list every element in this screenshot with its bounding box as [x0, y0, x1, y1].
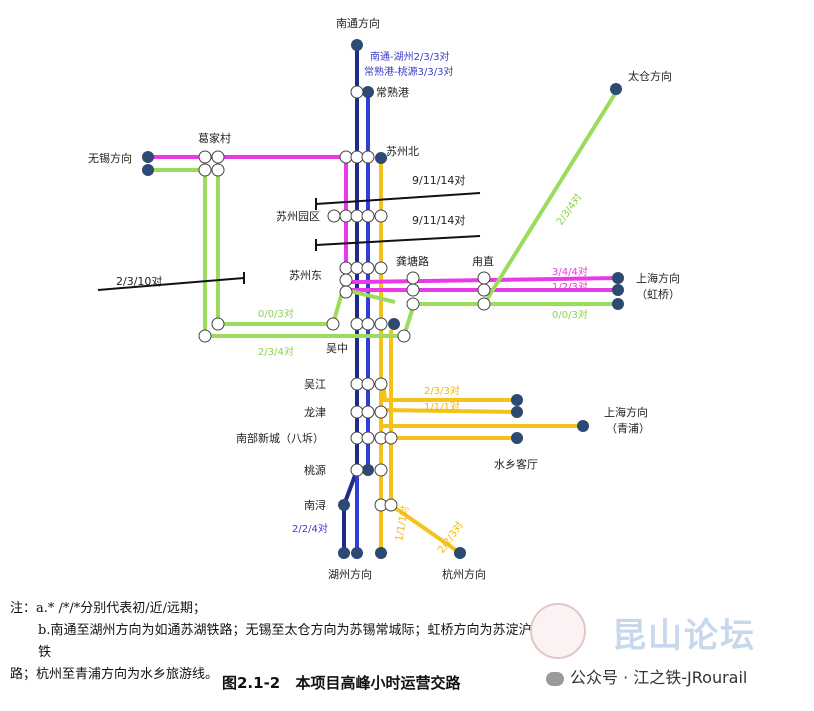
station-shanghai-qingpu-sub: （青浦）: [606, 422, 650, 435]
watermark-source-text: 公众号 · 江之铁-JRourail: [570, 668, 748, 687]
station-wujiang: 吴江: [304, 378, 326, 391]
freq-qp-yel-2: 1/1/1对: [424, 400, 460, 413]
station-suzhouyuanqu: 苏州园区: [276, 210, 320, 223]
station-shanghai-hongqiao: 上海方向: [636, 271, 680, 285]
freq-csg-taoyuan: 常熟港-桃源3/3/3对: [364, 65, 453, 78]
freq-hq-green: 0/0/3对: [552, 308, 588, 321]
station-taoyuan: 桃源: [304, 463, 326, 477]
station-longjin: 龙津: [304, 406, 326, 419]
freq-hq-mag-2: 1/2/3对: [552, 280, 588, 293]
freq-bypass-lower: 9/11/14对: [412, 213, 465, 227]
notes: 注：a.* /*/*分别代表初/近/远期； b.南通至湖州方向为如通苏湖铁路；无…: [10, 598, 570, 686]
terminal-nodes: [142, 39, 624, 559]
wechat-icon: [546, 671, 564, 686]
freq-huzhou-blue: 2/2/4对: [292, 522, 328, 535]
bypass-markers: [97, 192, 481, 291]
station-changshugang: 常熟港: [376, 85, 409, 99]
station-shuixiang: 水乡客厅: [494, 457, 538, 471]
station-nantong: 南通方向: [336, 16, 380, 30]
note-line-1: 注：a.* /*/*分别代表初/近/远期；: [10, 601, 207, 616]
station-suzhoubei: 苏州北: [386, 145, 419, 158]
caption-title: 本项目高峰小时运营交路: [295, 674, 461, 692]
station-wuzhong: 吴中: [326, 342, 348, 355]
freq-hq-mag-1: 3/4/4对: [552, 265, 588, 278]
station-nanxun: 南浔: [304, 499, 326, 512]
freq-taicang: 2/3/4对: [553, 191, 584, 228]
freq-qp-yel-1: 2/3/3对: [424, 384, 460, 397]
watermark-logo-icon: [530, 603, 586, 659]
freq-nt-huzhou: 南通-湖州2/3/3对: [370, 50, 449, 63]
station-shanghai-qingpu: 上海方向: [604, 405, 648, 419]
station-shanghai-hongqiao-sub: （虹桥）: [636, 288, 680, 301]
note-line-2: b.南通至湖州方向为如通苏湖铁路；无锡至太仓方向为苏锡常城际；虹桥方向为苏淀沪城…: [38, 623, 558, 660]
stop-nodes: [198, 85, 491, 512]
station-wuxi: 无锡方向: [88, 151, 132, 165]
freq-wuxi-branch: 2/3/10对: [116, 274, 162, 288]
station-huzhou: 湖州方向: [328, 567, 372, 581]
watermark-source: 公众号 · 江之铁-JRourail: [546, 664, 747, 688]
navy-line: [342, 47, 359, 553]
station-nanbuxincheng: 南部新城（八坼）: [236, 431, 324, 445]
station-yongzhi: 甪直: [472, 254, 494, 268]
routing-diagram: 南通方向 常熟港 葛家村 无锡方向 苏州北 苏州园区 苏州东 龚塘路 甪直 太仓…: [88, 16, 680, 581]
figure-caption: 图2.1-2 本项目高峰小时运营交路: [222, 672, 471, 693]
station-taicang: 太仓方向: [628, 69, 672, 83]
station-hangzhou: 杭州方向: [442, 567, 486, 581]
station-gejiacun: 葛家村: [198, 131, 231, 145]
freq-inner-green: 0/0/3对: [258, 307, 294, 320]
watermark-site: 昆山论坛: [612, 616, 756, 656]
station-suzhoudong: 苏州东: [289, 269, 322, 282]
freq-outer-green: 2/3/4对: [258, 345, 294, 358]
note-line-3: 路；杭州至青浦方向为水乡旅游线。: [10, 667, 219, 682]
caption-number: 图2.1-2: [222, 674, 281, 692]
station-gongtanglu: 龚塘路: [396, 254, 429, 268]
freq-bypass-upper: 9/11/14对: [412, 173, 465, 187]
